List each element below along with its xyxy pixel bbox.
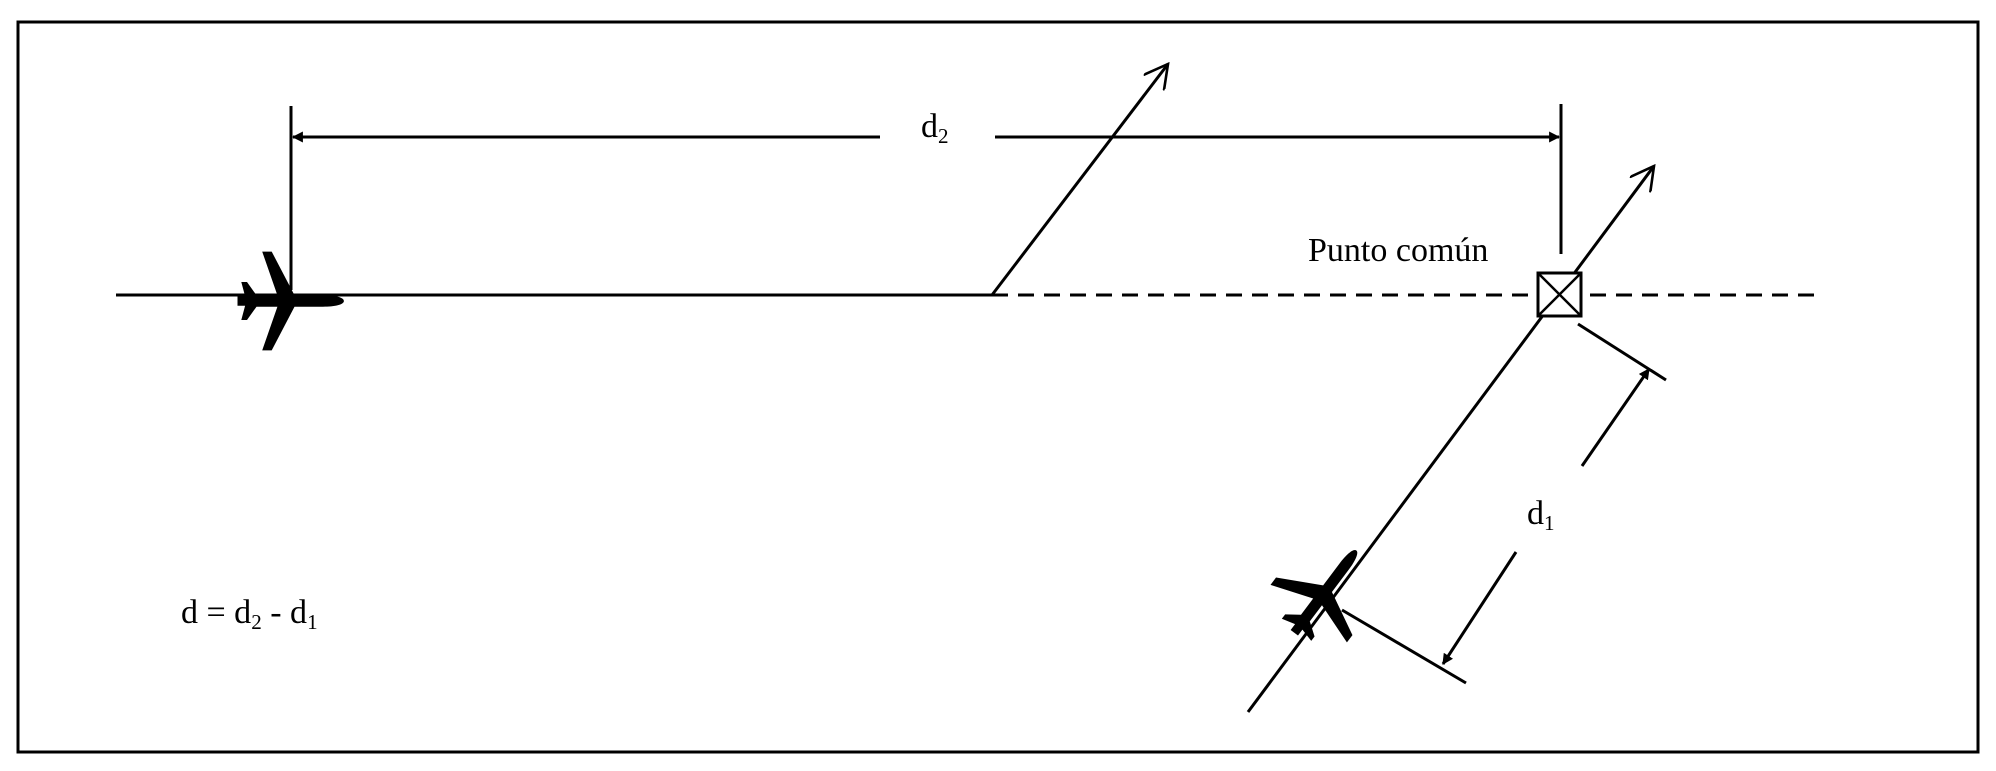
common-point-label: Punto común	[1308, 232, 1489, 269]
climbing-track-arrow	[1246, 166, 1654, 713]
formula-label: d = d2 - d1	[181, 594, 318, 634]
d1-dimension-lower-arrow	[1441, 551, 1518, 665]
crossed-box-icon	[1536, 271, 1583, 318]
d1-dimension-upper-arrow	[1580, 368, 1651, 467]
d1-extension-upper	[1577, 322, 1667, 382]
d2-label: d2	[921, 108, 949, 148]
d1-label: d1	[1527, 495, 1555, 535]
outer-frame	[16, 20, 1980, 754]
diverging-track-arrow	[990, 64, 1168, 296]
d1-extension-lower	[1341, 608, 1467, 685]
